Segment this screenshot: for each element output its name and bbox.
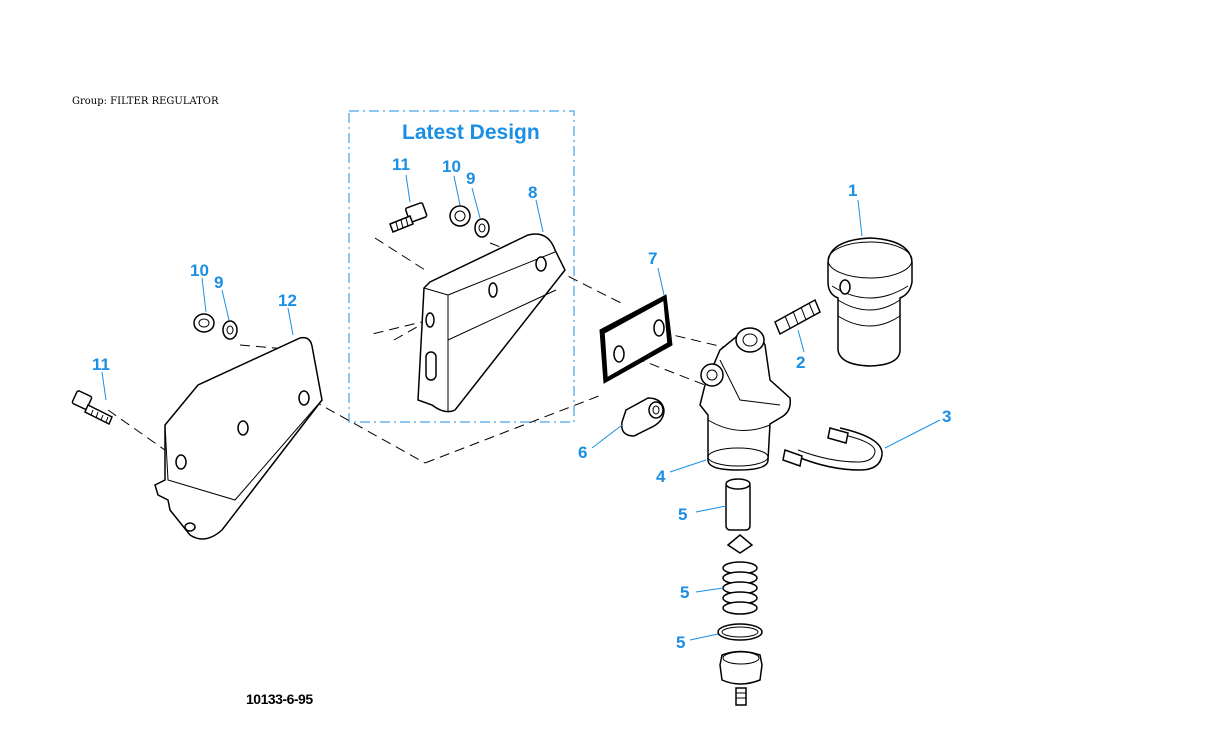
callout-2: 2 <box>796 353 805 372</box>
callout-3: 3 <box>942 407 951 426</box>
callout-11-lower: 11 <box>92 355 110 374</box>
latest-design-box <box>348 110 575 423</box>
gasket-plate-part <box>599 294 673 384</box>
callout-4: 4 <box>656 467 666 486</box>
figure-number: 10133-6-95 <box>246 691 313 707</box>
callout-9-upper: 9 <box>466 169 475 188</box>
valve-disc-part <box>726 534 754 554</box>
callout-7: 7 <box>648 249 657 268</box>
callout-11-upper: 11 <box>392 155 410 174</box>
callout-5-stem: 5 <box>678 505 687 524</box>
valve-stem-part <box>725 478 751 531</box>
callout-1: 1 <box>848 181 857 200</box>
old-bracket-part <box>154 336 323 540</box>
callout-9-lower: 9 <box>214 273 223 292</box>
regulator-body-part <box>699 327 792 471</box>
upper-bolt-part <box>389 202 428 233</box>
nipple-fitting-part <box>774 298 821 336</box>
bottom-plug-part <box>719 650 763 706</box>
leader-lines <box>101 174 941 641</box>
o-ring-part <box>717 623 763 641</box>
callout-10-upper: 10 <box>442 157 461 176</box>
latest-bracket-part <box>417 233 566 413</box>
upper-nut-and-washer-part <box>449 205 490 238</box>
nut-and-washer-part <box>193 313 238 340</box>
callout-5-spring: 5 <box>680 583 689 602</box>
callout-10-lower: 10 <box>190 261 209 280</box>
bolt-part <box>71 390 113 426</box>
callout-5-ring: 5 <box>676 633 685 652</box>
callout-12: 12 <box>278 291 297 310</box>
callouts: 1 2 3 4 5 5 5 6 7 8 9 10 11 9 10 11 12 <box>92 155 951 652</box>
group-title: Group: FILTER REGULATOR <box>72 96 219 107</box>
callout-6: 6 <box>578 443 587 462</box>
filter-bowl-part <box>827 237 913 367</box>
latest-design-label: Latest Design <box>402 121 540 144</box>
elbow-fitting-part <box>621 397 665 437</box>
callout-8: 8 <box>528 183 537 202</box>
u-tube-part <box>782 427 883 471</box>
spring-part <box>722 561 758 615</box>
